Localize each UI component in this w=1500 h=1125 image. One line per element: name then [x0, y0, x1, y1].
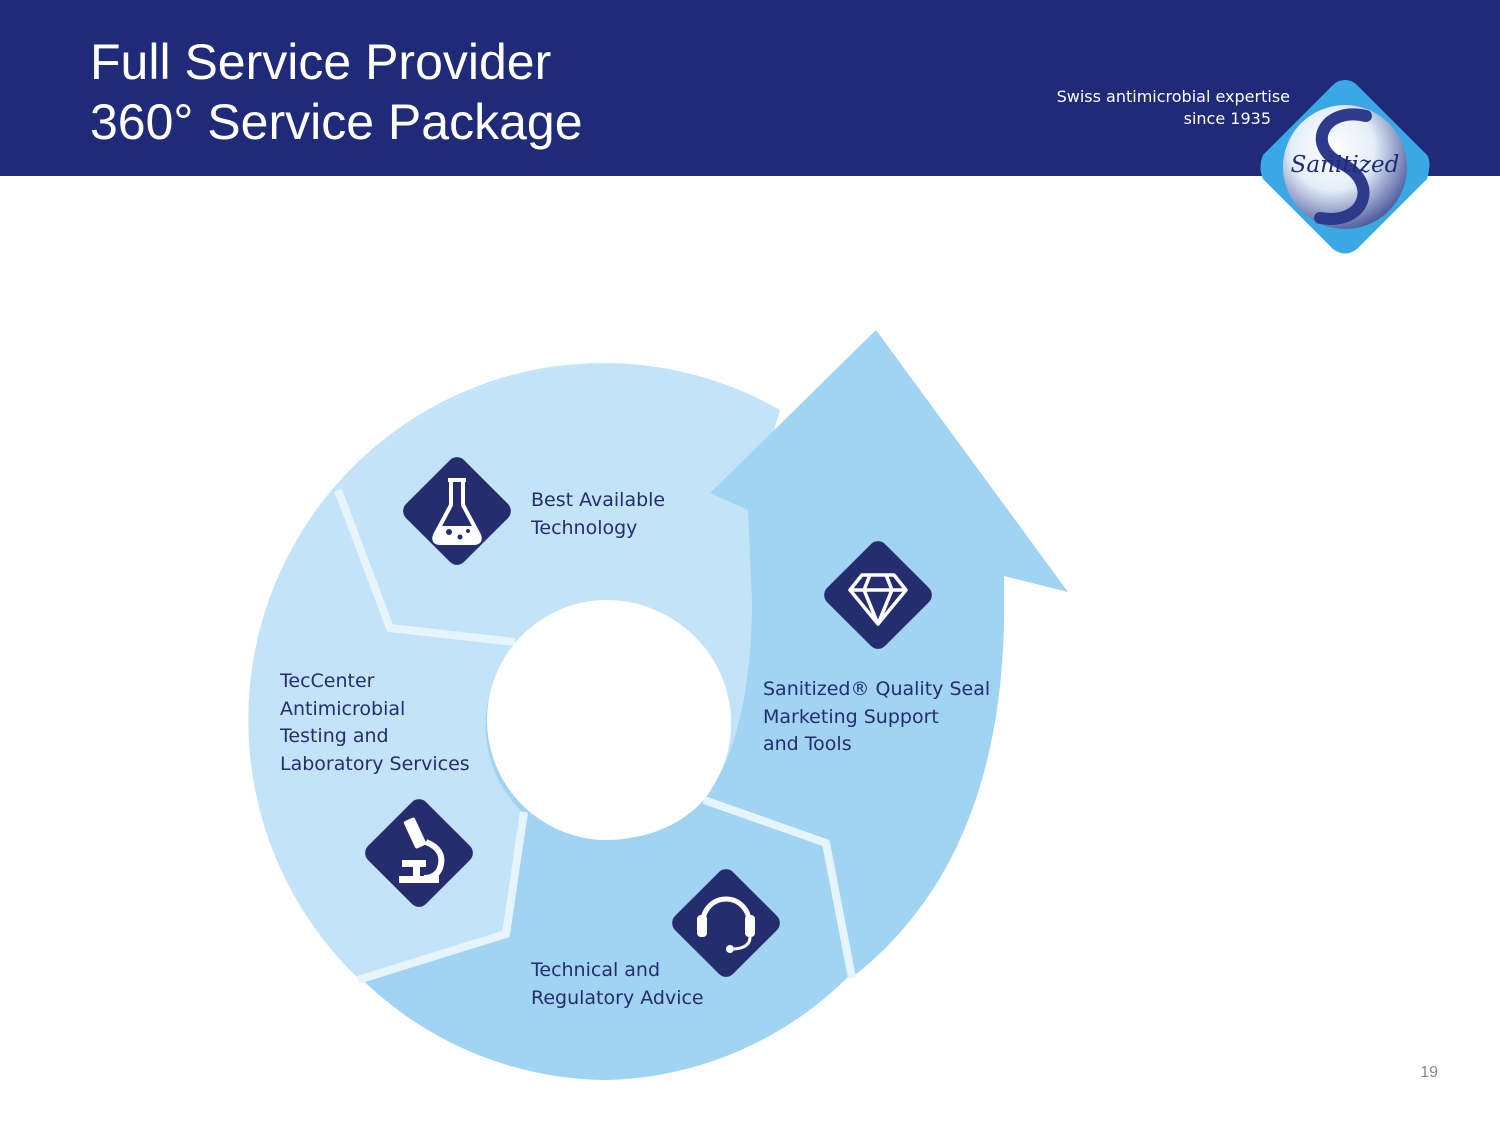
cycle-divider-bottom	[356, 811, 528, 984]
brand-tagline: Swiss antimicrobial expertise since 1935	[1030, 86, 1290, 130]
page-title-line-1: Full Service Provider	[90, 34, 552, 90]
cycle-left-segment	[248, 362, 608, 980]
service-label-line: Regulatory Advice	[531, 986, 704, 1009]
brand-tagline-line-2: since 1935	[1183, 109, 1271, 128]
cycle-arrow	[704, 330, 1068, 975]
service-label-line: Best Available	[531, 489, 666, 511]
service-label-line: Testing and	[280, 725, 389, 747]
page-number: 19	[1420, 1064, 1438, 1081]
service-label-line: Marketing Support	[763, 705, 939, 728]
service-label-line: TecCenter	[280, 670, 375, 692]
service-label-line: Antimicrobial	[280, 697, 406, 720]
service-label-line: Laboratory Services	[280, 752, 470, 775]
header-bar: Full Service Provider 360° Service Packa…	[0, 0, 1500, 176]
lab-flask-icon	[403, 457, 511, 565]
service-label-best-available-technology: Best Available Technology	[531, 487, 665, 542]
page-title: Full Service Provider 360° Service Packa…	[90, 32, 583, 152]
logo-swoosh	[1314, 108, 1372, 225]
service-label-line: Technology	[531, 516, 638, 539]
logo-wordmark: Sanitized	[1291, 152, 1400, 178]
sanitized-logo: Sanitized	[1260, 80, 1430, 254]
page-title-line-2: 360° Service Package	[90, 94, 583, 150]
service-label-technical-regulatory: Technical and Regulatory Advice	[531, 957, 704, 1012]
diamond-gem-icon	[824, 541, 932, 649]
cycle-divider-left	[334, 488, 516, 646]
microscope-icon	[365, 799, 473, 907]
service-label-quality-seal: Sanitized® Quality Seal Marketing Suppor…	[763, 676, 990, 759]
service-label-teccenter: TecCenter Antimicrobial Testing and Labo…	[280, 668, 470, 778]
cycle-divider-right	[702, 796, 856, 979]
brand-tagline-line-1: Swiss antimicrobial expertise	[1056, 87, 1290, 106]
service-label-line: Sanitized® Quality Seal	[763, 678, 991, 700]
service-label-line: Technical and	[531, 959, 661, 981]
service-label-line: and Tools	[763, 733, 852, 755]
headset-icon	[672, 869, 780, 977]
